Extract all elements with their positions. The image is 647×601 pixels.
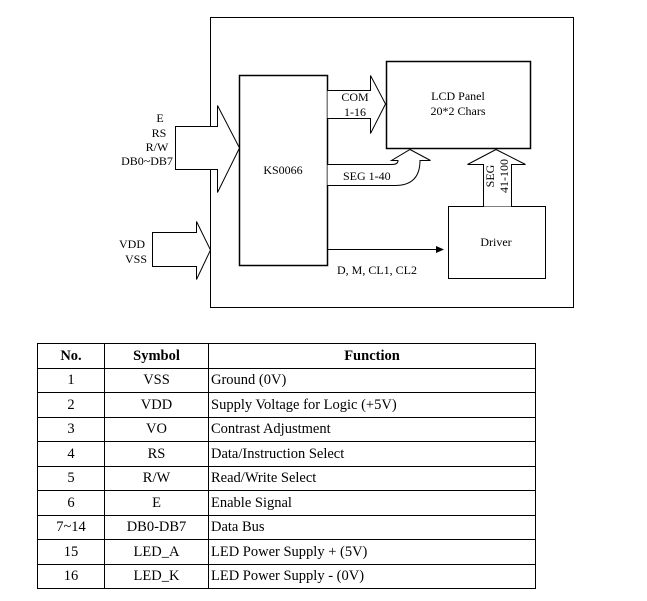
power-signal-vss: VSS [125, 252, 147, 266]
lcd-panel-box [385, 60, 532, 150]
cell-symbol: R/W [104, 465, 209, 491]
table-row: 2 VDD Supply Voltage for Logic (+5V) [37, 392, 536, 418]
cell-function: Contrast Adjustment [208, 416, 536, 442]
com-label-line1: COM [341, 90, 369, 104]
cell-function: LED Power Supply - (0V) [208, 563, 536, 589]
table-row: 4 RS Data/Instruction Select [37, 441, 536, 467]
cell-no: 15 [37, 539, 105, 565]
input-signal-e: E [156, 111, 163, 125]
cell-function: Read/Write Select [208, 465, 536, 491]
cell-no: 4 [37, 441, 105, 467]
input-bus-arrow [175, 105, 241, 193]
cell-no: 6 [37, 490, 105, 516]
table-row: 7~14 DB0-DB7 Data Bus [37, 514, 536, 540]
cell-function: LED Power Supply + (5V) [208, 539, 536, 565]
com-label-line2: 1-16 [344, 105, 366, 119]
cell-no: 7~14 [37, 514, 105, 540]
table-row: 6 E Enable Signal [37, 490, 536, 516]
driver-signal-arrowhead [436, 246, 444, 253]
header-function: Function [208, 343, 536, 369]
com-arrow [327, 75, 387, 134]
cell-no: 5 [37, 465, 105, 491]
table-row: 3 VO Contrast Adjustment [37, 416, 536, 442]
cell-symbol: VSS [104, 367, 209, 393]
header-no: No. [37, 343, 105, 369]
cell-no: 16 [37, 563, 105, 589]
seg-41-100-label-line1: SEG [483, 164, 497, 187]
input-signal-rs: RS [152, 126, 167, 140]
power-arrow [152, 221, 212, 280]
cell-function: Ground (0V) [208, 367, 536, 393]
seg-41-100-label-line2: 41-100 [497, 159, 511, 193]
controller-label: KS0066 [263, 163, 302, 177]
cell-symbol: VDD [104, 392, 209, 418]
input-signal-db: DB0~DB7 [121, 154, 173, 168]
cell-function: Supply Voltage for Logic (+5V) [208, 392, 536, 418]
input-signal-rw: R/W [146, 140, 169, 154]
cell-function: Data/Instruction Select [208, 441, 536, 467]
cell-symbol: E [104, 490, 209, 516]
cell-no: 1 [37, 367, 105, 393]
driver-signal-label: D, M, CL1, CL2 [337, 263, 417, 277]
lcd-panel-label-line2: 20*2 Chars [431, 104, 486, 118]
seg-1-40-label: SEG 1-40 [343, 169, 391, 183]
pin-function-table: No. Symbol Function 1 VSS Ground (0V) 2 … [37, 343, 536, 589]
cell-no: 3 [37, 416, 105, 442]
table-row: 1 VSS Ground (0V) [37, 367, 536, 393]
header-symbol: Symbol [104, 343, 209, 369]
table-row: 15 LED_A LED Power Supply + (5V) [37, 539, 536, 565]
cell-no: 2 [37, 392, 105, 418]
table-header-row: No. Symbol Function [37, 343, 536, 369]
cell-symbol: LED_A [104, 539, 209, 565]
power-signal-vdd: VDD [119, 237, 145, 251]
table-row: 16 LED_K LED Power Supply - (0V) [37, 563, 536, 589]
block-diagram: KS0066 LCD Panel 20*2 Chars Driver E RS … [119, 17, 574, 308]
seg-41-100-arrow [467, 148, 526, 207]
cell-symbol: DB0-DB7 [104, 514, 209, 540]
controller-box [238, 74, 329, 267]
cell-symbol: VO [104, 416, 209, 442]
cell-symbol: LED_K [104, 563, 209, 589]
seg-1-40-arrow [327, 148, 431, 186]
table-row: 5 R/W Read/Write Select [37, 465, 536, 491]
lcd-panel-label-line1: LCD Panel [431, 89, 485, 103]
cell-function: Data Bus [208, 514, 536, 540]
cell-symbol: RS [104, 441, 209, 467]
driver-label: Driver [480, 235, 511, 249]
cell-function: Enable Signal [208, 490, 536, 516]
